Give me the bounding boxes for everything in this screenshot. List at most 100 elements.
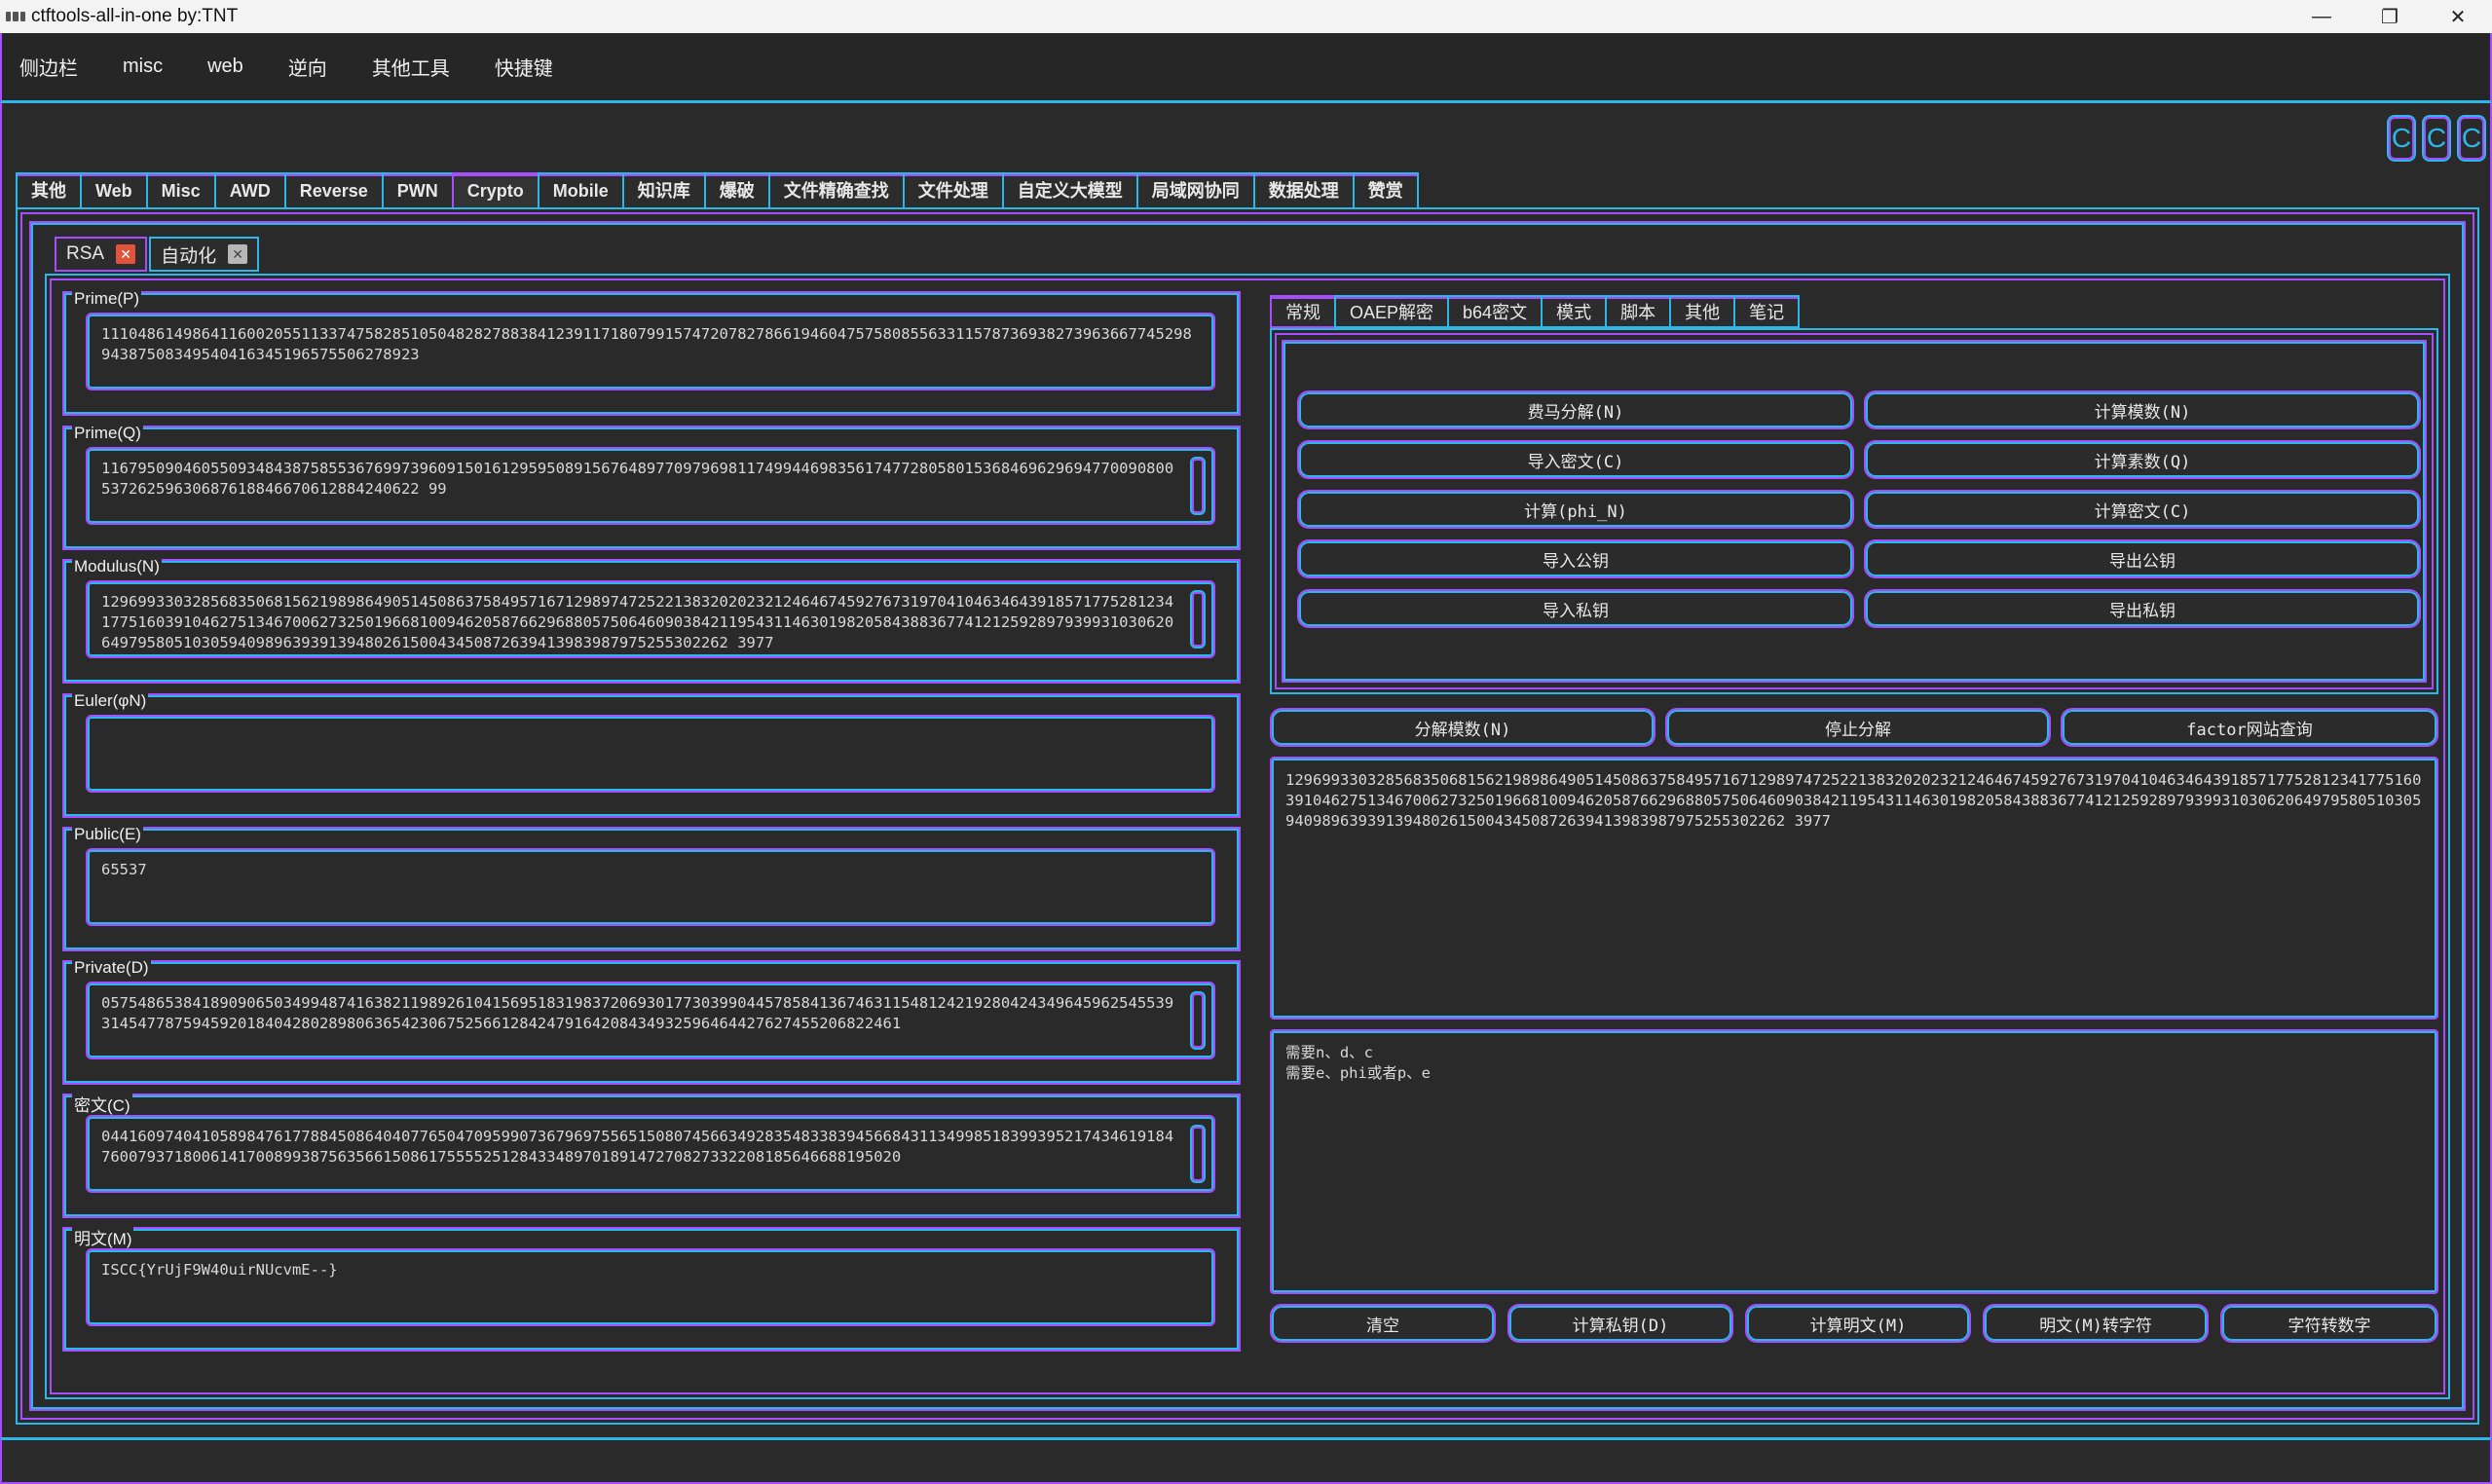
public-e-input[interactable]: 65537 [86,848,1215,926]
prime-q-group: Prime(Q) 1167950904605509348438758553676… [62,424,1241,550]
maximize-button[interactable]: ❐ [2381,6,2399,28]
tab-script[interactable]: 脚本 [1605,295,1672,328]
menu-shortcuts[interactable]: 快捷键 [494,58,553,80]
tab-notes[interactable]: 笔记 [1733,295,1801,328]
close-icon[interactable]: ✕ [228,244,248,264]
modulus-n-label: Modulus(N) [72,557,162,576]
private-d-label: Private(D) [72,958,151,978]
import-privkey-button[interactable]: 导入私钥 [1297,589,1854,628]
scrollbar[interactable] [1190,1125,1206,1183]
prime-q-label: Prime(Q) [72,424,143,443]
hint-line-1: 需要n、d、c [1285,1044,1373,1061]
tab-oaep-decrypt[interactable]: OAEP解密 [1334,295,1450,328]
public-e-label: Public(E) [72,825,143,844]
scrollbar[interactable] [1190,991,1206,1050]
export-privkey-button[interactable]: 导出私钥 [1864,589,2421,628]
tab-mode[interactable]: 模式 [1541,295,1608,328]
plaintext-to-char-button[interactable]: 明文(M)转字符 [1983,1304,2209,1343]
euler-phi-label: Euler(φN) [72,691,149,711]
factordb-query-button[interactable]: factor网站查询 [2061,708,2438,747]
menu-bar: 侧边栏 misc web 逆向 其他工具 快捷键 [0,33,2492,103]
modulus-n-input[interactable]: 1296993303285683506815621989864905145086… [86,580,1215,658]
prime-p-input[interactable]: 1110486149864116002055113374758285105048… [86,313,1215,390]
plaintext-input[interactable]: ISCC{YrUjF9W40uirNUcvmE--} [86,1248,1215,1326]
sub-tab-bar: RSA ✕ 自动化 ✕ [55,237,261,272]
prime-q-input[interactable]: 1167950904605509348438758553676997396091… [86,447,1215,525]
minimize-button[interactable]: — [2312,5,2331,27]
calc-phi-button[interactable]: 计算(phi_N) [1297,490,1854,529]
tab-b64-cipher[interactable]: b64密文 [1447,295,1544,328]
main-frame: C C C 其他 Web Misc AWD Reverse PWN Crypto… [0,103,2492,1437]
prime-p-label: Prime(P) [72,289,142,309]
subtab-automation[interactable]: 自动化 ✕ [149,237,260,272]
plaintext-label: 明文(M) [72,1225,134,1249]
calc-plaintext-button[interactable]: 计算明文(M) [1745,1304,1971,1343]
fermat-factor-button[interactable]: 费马分解(N) [1297,390,1854,429]
tab-general[interactable]: 常规 [1270,295,1336,328]
tab-knowledge[interactable]: 知识库 [621,172,706,207]
modulus-n-group: Modulus(N) 12969933032856835068156219898… [62,557,1241,684]
stop-factor-button[interactable]: 停止分解 [1665,708,2051,747]
ciphertext-input[interactable]: 0441609740410589847617788450864040776504… [86,1115,1215,1193]
private-d-value: 0575486538418909065034994874163821198926… [101,994,1174,1032]
app-icon [6,10,25,23]
crypto-content: RSA ✕ 自动化 ✕ Prime(P) 1110486149864116002… [16,207,2479,1425]
tab-data-processing[interactable]: 数据处理 [1252,172,1355,207]
ciphertext-value: 0441609740410589847617788450864040776504… [101,1128,1174,1166]
subtab-rsa[interactable]: RSA ✕ [55,237,148,272]
calc-prime-button[interactable]: 计算素数(Q) [1864,440,2421,479]
import-pubkey-button[interactable]: 导入公钥 [1297,539,1854,578]
tool-button-3[interactable]: C [2457,115,2486,162]
crypto-inner-frame: RSA ✕ 自动化 ✕ Prime(P) 1110486149864116002… [29,221,2466,1411]
top-tab-bar: 其他 Web Misc AWD Reverse PWN Crypto Mobil… [16,172,1419,207]
scrollbar[interactable] [1190,590,1206,649]
menu-misc[interactable]: misc [123,56,164,77]
factor-output-area[interactable]: 1296993303285683506815621989864905145086… [1270,757,2438,1020]
menu-other-tools[interactable]: 其他工具 [371,58,450,80]
menu-sidebar[interactable]: 侧边栏 [19,58,78,80]
char-to-num-button[interactable]: 字符转数字 [2220,1304,2438,1343]
tab-file-search[interactable]: 文件精确查找 [767,172,905,207]
hint-area[interactable]: 需要n、d、c 需要e、phi或者p、e [1270,1029,2438,1294]
tab-file-processing[interactable]: 文件处理 [902,172,1004,207]
factor-modulus-button[interactable]: 分解模数(N) [1270,708,1655,747]
private-d-input[interactable]: 0575486538418909065034994874163821198926… [86,982,1215,1059]
window-title: ctftools-all-in-one by:TNT [31,6,239,26]
euler-phi-input[interactable] [86,715,1215,793]
clear-button[interactable]: 清空 [1270,1304,1496,1343]
scrollbar[interactable] [1190,457,1206,515]
menu-web[interactable]: web [207,56,243,77]
private-d-group: Private(D) 05754865384189090650349948741… [62,958,1241,1085]
rsa-panel: Prime(P) 1110486149864116002055113374758… [45,274,2450,1399]
tab-mobile[interactable]: Mobile [537,172,624,207]
tab-pwn[interactable]: PWN [381,172,454,207]
menu-reverse[interactable]: 逆向 [287,58,327,80]
public-e-group: Public(E) 65537 [62,825,1241,951]
close-icon[interactable]: ✕ [116,244,136,264]
tab-bruteforce[interactable]: 爆破 [703,172,770,207]
calc-cipher-button[interactable]: 计算密文(C) [1864,490,2421,529]
ciphertext-label: 密文(C) [72,1092,132,1116]
tab-custom-llm[interactable]: 自定义大模型 [1001,172,1138,207]
euler-phi-group: Euler(φN) [62,691,1241,818]
tab-web[interactable]: Web [80,172,148,207]
operations-panel: 费马分解(N) 计算模数(N) 导入密文(C) 计算素数(Q) 计算(phi_N… [1270,328,2438,694]
calc-modulus-button[interactable]: 计算模数(N) [1864,390,2421,429]
title-bar: ctftools-all-in-one by:TNT — ❐ ✕ [0,0,2492,33]
tab-awd[interactable]: AWD [213,172,286,207]
calc-privkey-button[interactable]: 计算私钥(D) [1507,1304,1733,1343]
tool-button-1[interactable]: C [2387,115,2416,162]
subtab-rsa-label: RSA [66,243,105,264]
tool-button-2[interactable]: C [2422,115,2451,162]
export-pubkey-button[interactable]: 导出公钥 [1864,539,2421,578]
tab-crypto[interactable]: Crypto [451,172,539,207]
subtab-automation-label: 自动化 [161,245,217,267]
tab-donate[interactable]: 赞赏 [1352,172,1419,207]
close-window-button[interactable]: ✕ [2449,6,2467,28]
tab-misc[interactable]: Misc [145,172,216,207]
tab-misc-right[interactable]: 其他 [1669,295,1736,328]
tab-other[interactable]: 其他 [16,172,82,207]
tab-reverse[interactable]: Reverse [283,172,384,207]
import-cipher-button[interactable]: 导入密文(C) [1297,440,1854,479]
tab-lan-collab[interactable]: 局域网协同 [1135,172,1255,207]
